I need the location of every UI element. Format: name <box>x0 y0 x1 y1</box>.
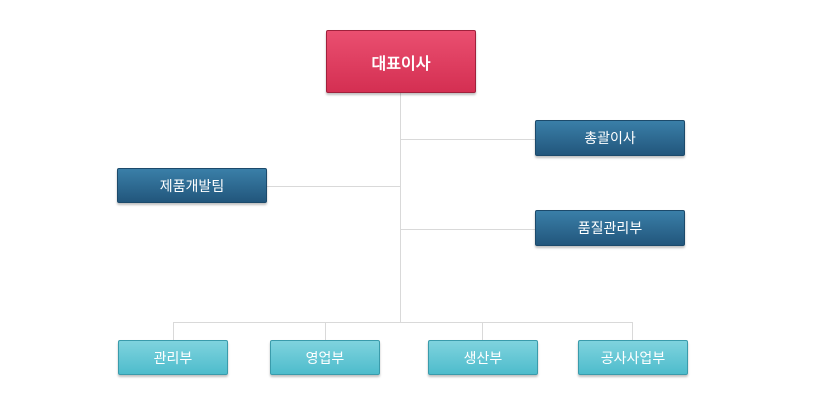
connector-product-dev <box>267 186 401 187</box>
production-dept-node: 생산부 <box>428 340 538 375</box>
connector-quality <box>400 229 536 230</box>
connector-general-director <box>400 139 536 140</box>
construction-dept-node: 공사사업부 <box>578 340 688 375</box>
sales-dept-node: 영업부 <box>270 340 380 375</box>
product-development-label: 제품개발팀 <box>159 178 225 195</box>
general-director-node: 총괄이사 <box>535 120 685 156</box>
product-development-node: 제품개발팀 <box>117 168 267 203</box>
admin-dept-node: 관리부 <box>118 340 228 375</box>
ceo-node: 대표이사 <box>326 30 476 93</box>
quality-management-node: 품질관리부 <box>535 210 685 246</box>
production-dept-label: 생산부 <box>463 350 503 367</box>
sales-dept-label: 영업부 <box>305 350 345 367</box>
ceo-trunk-line <box>400 92 401 322</box>
construction-dept-label: 공사사업부 <box>600 350 666 367</box>
admin-dept-label: 관리부 <box>153 350 193 367</box>
ceo-label: 대표이사 <box>371 53 431 73</box>
bottom-bus-line <box>173 322 632 323</box>
drop-line-admin <box>173 322 174 341</box>
general-director-label: 총괄이사 <box>584 131 636 147</box>
drop-line-sales <box>325 322 326 341</box>
drop-line-construction <box>632 322 633 341</box>
quality-management-label: 품질관리부 <box>577 221 643 237</box>
drop-line-production <box>482 322 483 341</box>
